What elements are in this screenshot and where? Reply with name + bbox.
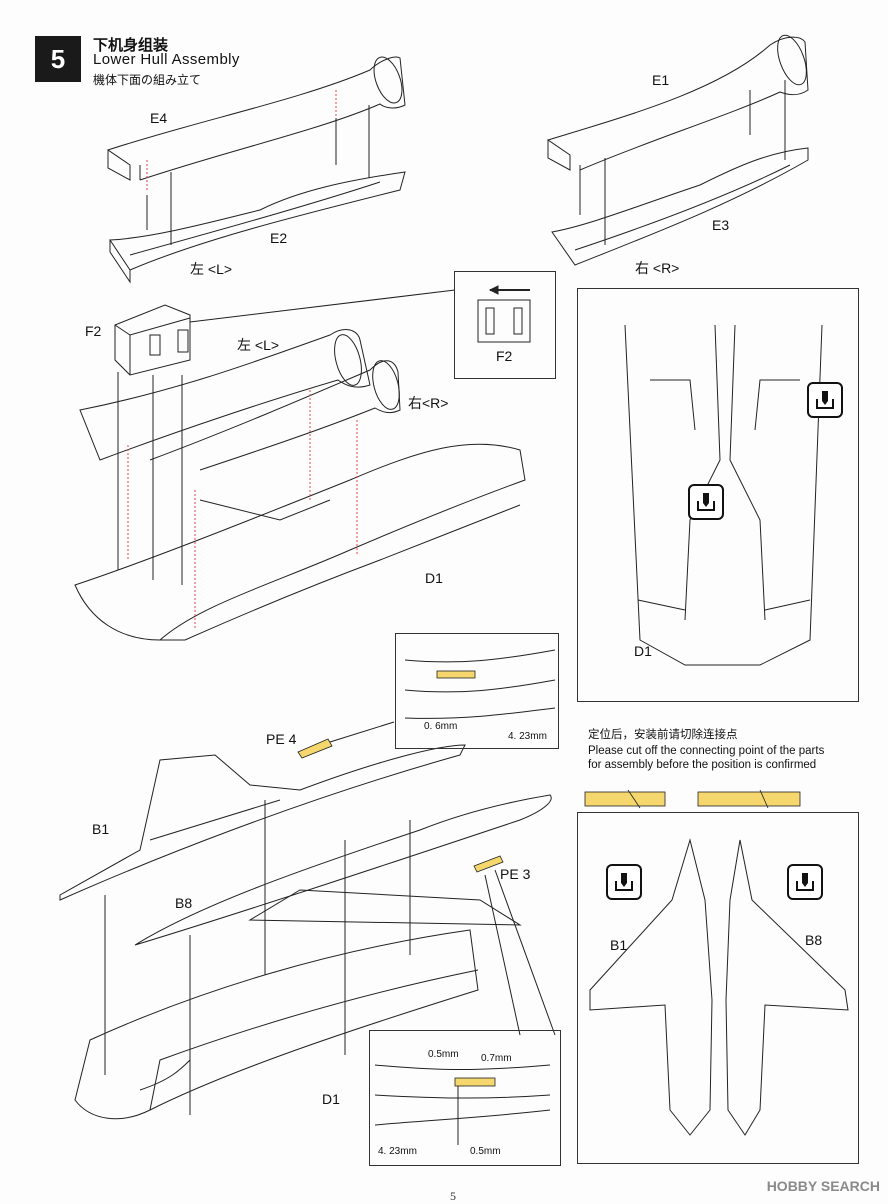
b1-b8-plan-view-drawing [589, 838, 849, 1136]
f2-detail-frame [454, 271, 556, 379]
label-e4: E4 [150, 110, 168, 126]
page-number: 5 [450, 1189, 456, 1203]
part-e1-drawing [547, 34, 809, 171]
detail-top-drawing [404, 649, 556, 719]
part-b1-drawing [59, 744, 466, 901]
dim-bottom-a: 0.5mm [428, 1049, 459, 1060]
drill-icon [688, 484, 724, 520]
detail-bottom-frame [369, 1030, 561, 1166]
label-right-mid: 右<R> [408, 395, 449, 411]
dim-bottom-b: 0.7mm [481, 1053, 512, 1064]
part-e2-drawing [109, 171, 406, 284]
d1-underside-frame [577, 288, 859, 702]
drill-icon [807, 382, 843, 418]
step-title-chinese: 下机身组装 [93, 36, 169, 54]
part-b8-drawing [134, 794, 552, 946]
pe-cut-sample-2 [697, 791, 801, 807]
drill-icon [787, 864, 823, 900]
label-pe3: PE 3 [500, 866, 531, 882]
note-english-line1: Please cut off the connecting point of t… [588, 745, 825, 757]
step-number-badge: 5 [35, 36, 81, 82]
pe-cut-sample-1 [584, 791, 666, 807]
dim-bottom-d: 0.5mm [470, 1146, 501, 1157]
dim-top-a: 0. 6mm [424, 721, 458, 732]
pe-detail-bottom [454, 1077, 496, 1087]
step-title-english: Lower Hull Assembly [93, 51, 240, 68]
note-english-line2: for assembly before the position is conf… [588, 759, 817, 771]
pe4-part [297, 738, 333, 759]
watermark-logo: HOBBY SEARCH [766, 1178, 880, 1194]
label-pe4: PE 4 [266, 731, 297, 747]
label-left-mid: 左 <L> [237, 337, 280, 353]
part-d1-upper-drawing [74, 329, 526, 641]
label-b1: B1 [92, 821, 110, 837]
dim-top-b: 4. 23mm [508, 731, 547, 742]
label-e2: E2 [270, 230, 288, 246]
label-b1-plan: B1 [610, 937, 628, 953]
label-d1-bottom: D1 [322, 1091, 340, 1107]
detail-bottom-drawing [374, 1064, 551, 1145]
label-b8-plan: B8 [805, 932, 823, 948]
part-e3-drawing [551, 147, 809, 266]
step-title-japanese: 機体下面の組み立て [93, 73, 202, 87]
part-d1-lower-drawing [74, 929, 479, 1120]
label-f2: F2 [85, 323, 102, 339]
dim-bottom-c: 4. 23mm [378, 1146, 417, 1157]
part-f2-drawing [114, 304, 191, 376]
plan-view-frame [577, 812, 859, 1164]
label-e1: E1 [652, 72, 670, 88]
label-d1-top: D1 [425, 570, 443, 586]
pe-detail-top [436, 670, 476, 679]
detail-top-frame [395, 633, 559, 749]
label-right-top: 右 <R> [635, 260, 680, 276]
pe3-part [473, 855, 504, 873]
label-b8: B8 [175, 895, 193, 911]
label-e3: E3 [712, 217, 730, 233]
label-f2-detail: F2 [496, 348, 513, 364]
drill-icon [606, 864, 642, 900]
part-e4-drawing [107, 56, 406, 181]
note-chinese: 定位后，安装前请切除连接点 [588, 729, 738, 741]
label-d1-right: D1 [634, 643, 652, 659]
label-left-top: 左 <L> [190, 261, 233, 277]
